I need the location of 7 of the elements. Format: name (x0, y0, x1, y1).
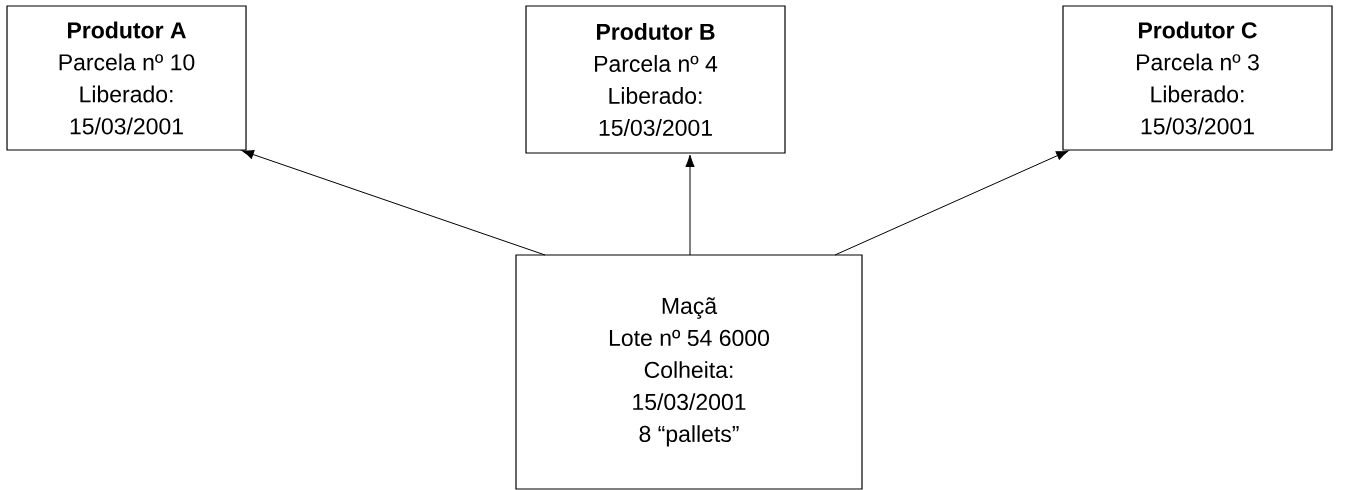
text-box: Produtor A Parcela nº 10 Liberado: 15/03/2001 (6, 5, 247, 151)
arrow (834, 150, 1069, 256)
text-box: Produtor C Parcela nº 3 Liberado: 15/03/2001 (1062, 5, 1333, 151)
arrow (241, 149, 546, 256)
arrow (685, 154, 695, 256)
text-box: Produtor B Parcela nº 4 Liberado: 15/03/2001 (525, 5, 786, 154)
text-box: Maçã Lote nº 54 6000 Colheita: 15/03/2001 8 “pallets” (515, 254, 863, 490)
